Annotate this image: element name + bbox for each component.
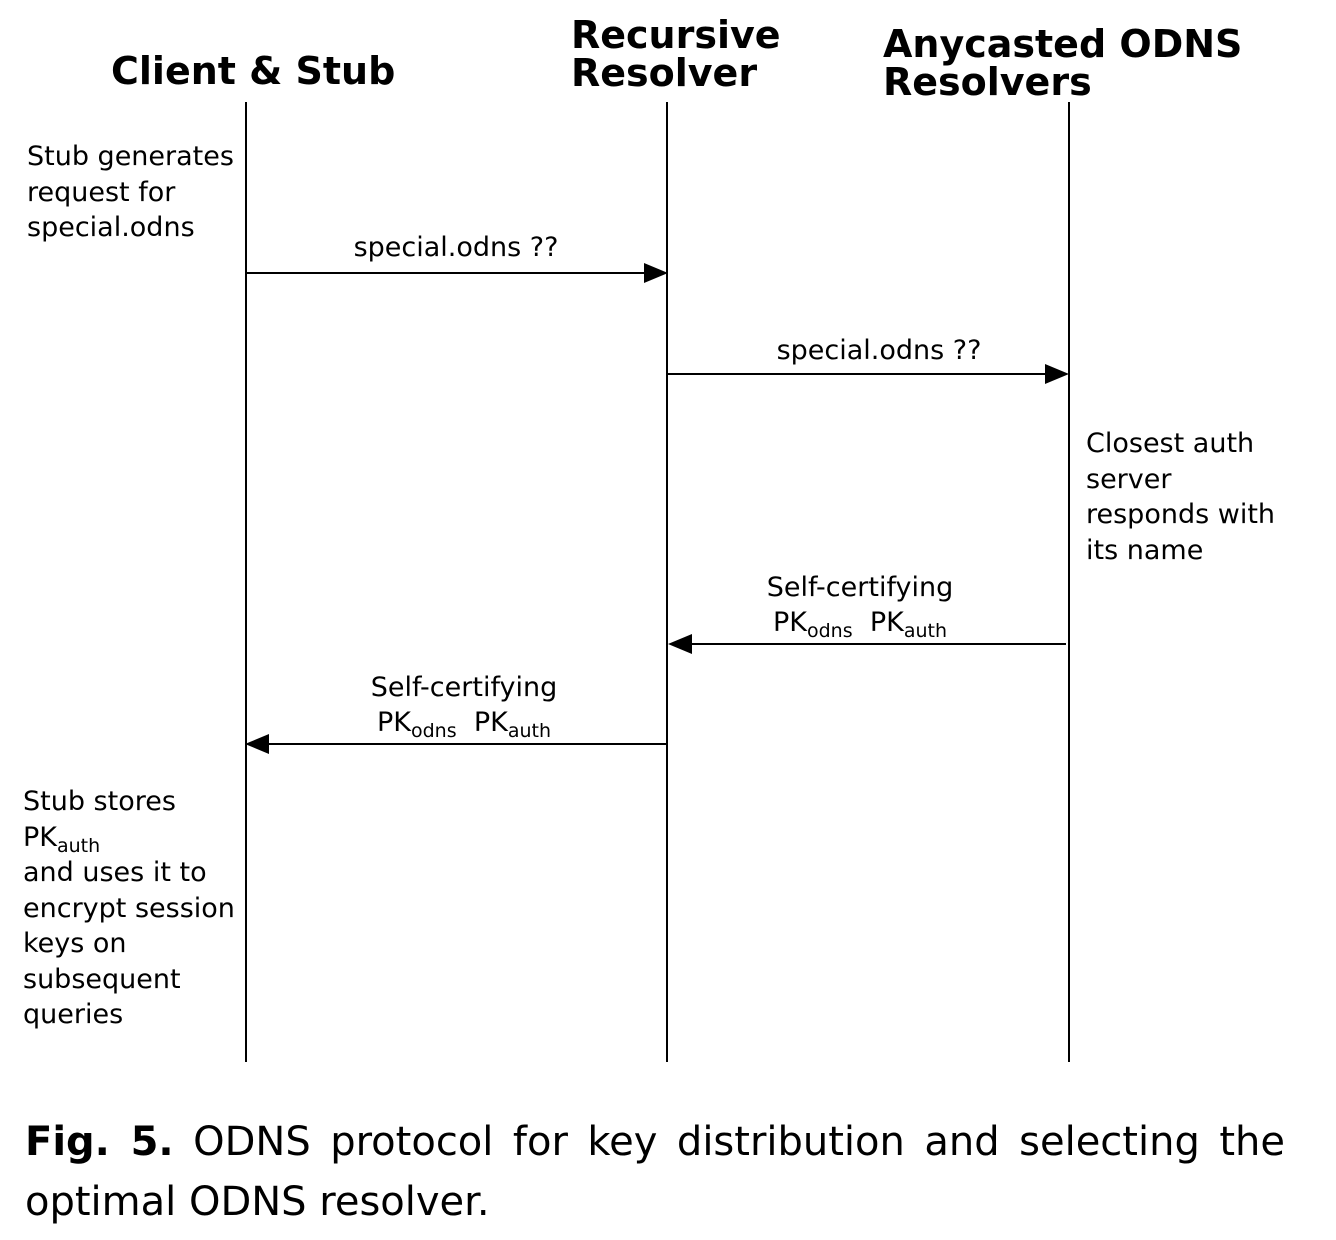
arrowhead-left	[245, 734, 269, 754]
note-closest-auth-server: Closest auth server responds with its na…	[1086, 428, 1276, 566]
message-arrow-client-to-recursive	[246, 272, 646, 274]
note-stub-stores-line1: Stub stores	[23, 786, 176, 817]
pk-label: PK	[377, 707, 411, 738]
message-arrow-recursive-to-anycast	[667, 373, 1047, 375]
self-certifying-label: Self-certifying	[766, 572, 954, 603]
key-pair-label: PKodns PKauth	[264, 705, 664, 742]
self-certifying-label: Self-certifying	[370, 672, 558, 703]
pk-label: PK	[869, 607, 904, 638]
note-stub-stores-key: Stub stores PKauth and uses it to encryp…	[23, 784, 248, 1033]
message-arrow-recursive-to-client	[268, 743, 666, 745]
lifeline-recursive-resolver	[666, 102, 668, 1062]
participant-recursive-resolver: Recursive Resolver	[571, 13, 781, 95]
note-stub-stores-rest: and uses it to encrypt session keys on s…	[23, 857, 235, 1030]
arrowhead-left	[668, 634, 692, 654]
message-label-recursive-to-anycast: special.odns ??	[776, 335, 982, 366]
participant-anycasted-odns-resolvers: Anycasted ODNS Resolvers	[883, 22, 1243, 104]
pk-subscript: odns	[411, 720, 457, 742]
arrowhead-right	[644, 263, 668, 283]
arrowhead-right	[1045, 364, 1069, 384]
message-label-anycast-to-recursive: Self-certifying PKodns PKauth	[660, 570, 1060, 642]
key-pair-label: PKodns PKauth	[660, 605, 1060, 642]
pk-label: PK	[23, 821, 57, 853]
message-arrow-anycast-to-recursive	[690, 643, 1066, 645]
pk-subscript: odns	[807, 620, 853, 642]
figure-caption-text: ODNS protocol for key distribution and s…	[25, 1119, 1285, 1225]
pk-label: PK	[473, 707, 508, 738]
note-stub-generates-request: Stub generates request for special.odns	[27, 141, 234, 243]
pk-subscript: auth	[903, 620, 947, 642]
lifeline-anycasted-odns	[1068, 102, 1070, 1062]
note-stub-stores-pk: PKauth	[23, 820, 248, 856]
pk-label: PK	[773, 607, 807, 638]
message-label-recursive-to-client: Self-certifying PKodns PKauth	[264, 670, 664, 742]
lifeline-client-stub	[245, 102, 247, 1062]
figure-number: Fig. 5.	[25, 1119, 174, 1165]
message-label-client-to-recursive: special.odns ??	[353, 232, 559, 263]
pk-subscript: auth	[57, 834, 101, 857]
figure-caption: Fig. 5. ODNS protocol for key distributi…	[25, 1112, 1285, 1232]
participant-client-stub: Client & Stub	[111, 49, 396, 93]
pk-subscript: auth	[507, 720, 551, 742]
